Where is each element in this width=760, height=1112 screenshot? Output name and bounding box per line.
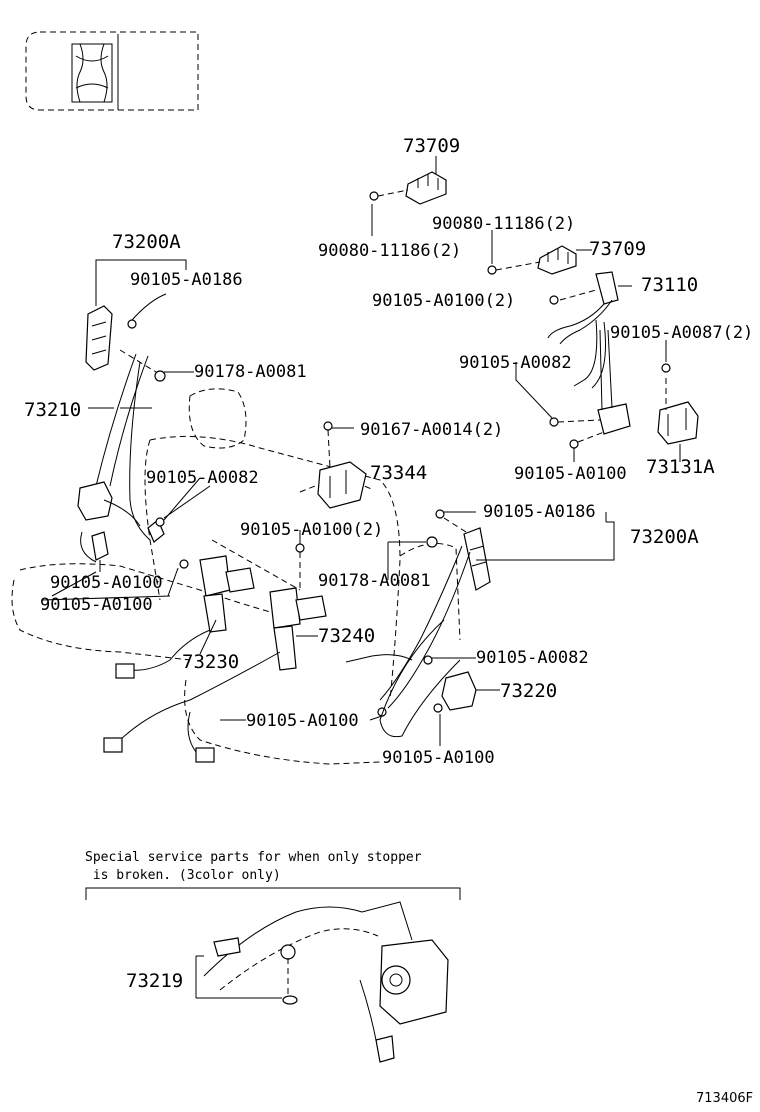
label-90105-A0100-b: 90105-A0100 <box>40 595 153 615</box>
right-belt-group <box>345 509 615 746</box>
label-90105-A0087: 90105-A0087(2) <box>610 323 753 343</box>
label-90105-A0186-left: 90105-A0186 <box>130 270 243 290</box>
label-73219: 73219 <box>126 970 183 992</box>
label-90105-A0100-d: 90105-A0100 <box>382 748 495 768</box>
bolt-icon <box>423 655 433 665</box>
leader-lines <box>41 260 607 721</box>
label-90105-A0082-left: 90105-A0082 <box>146 468 259 488</box>
bolt-icon <box>323 421 333 431</box>
label-90178-A0081-left: 90178-A0081 <box>194 362 307 382</box>
bolt-icon <box>549 295 559 305</box>
nut-icon <box>154 370 166 382</box>
label-90105-A0082-low: 90105-A0082 <box>476 648 589 668</box>
label-73210: 73210 <box>24 399 81 421</box>
bolt-icon <box>295 543 305 553</box>
connector-icon <box>103 737 123 753</box>
service-parts-inset <box>85 887 461 1063</box>
label-73200A-left: 73200A <box>112 231 181 253</box>
connector-icon <box>115 663 135 679</box>
label-90105-A0082-right: 90105-A0082 <box>459 353 572 373</box>
label-90105-A0100-c: 90105-A0100 <box>246 711 359 731</box>
label-90178-A0081-right: 90178-A0081 <box>318 571 431 591</box>
label-90105-A0186-right: 90105-A0186 <box>483 502 596 522</box>
bolt-icon <box>569 439 579 449</box>
bolt-icon <box>549 417 559 427</box>
label-73344: 73344 <box>370 462 427 484</box>
label-90080-11186-left: 90080-11186(2) <box>318 241 461 261</box>
bolt-icon <box>127 319 137 329</box>
bolt-icon <box>369 191 379 201</box>
service-note-line2: is broken. (3color only) <box>85 868 281 883</box>
center-group <box>103 421 387 763</box>
label-90105-A0100-right: 90105-A0100 <box>514 464 627 484</box>
bolt-icon <box>179 559 189 569</box>
stopper-pin-icon <box>280 944 296 960</box>
retractor-spool-icon <box>381 965 411 995</box>
label-73200A-right: 73200A <box>630 526 699 548</box>
callout-labels: 73709 73709 90080-11186(2) 90080-11186(2… <box>24 135 753 1106</box>
label-90167-A0014: 90167-A0014(2) <box>360 420 503 440</box>
locator-inset <box>25 31 199 111</box>
label-73240: 73240 <box>318 625 375 647</box>
label-73131A: 73131A <box>646 456 715 478</box>
label-90105-A0100-2-mid: 90105-A0100(2) <box>240 520 383 540</box>
nut-icon <box>426 536 438 548</box>
label-73110: 73110 <box>641 274 698 296</box>
stopper-washer-icon <box>282 995 298 1005</box>
bolt-icon <box>433 703 443 713</box>
upper-right-group <box>369 156 699 462</box>
bolt-icon <box>155 517 165 527</box>
label-90105-A0100-2-top: 90105-A0100(2) <box>372 291 515 311</box>
left-belt-group <box>77 259 211 597</box>
service-note-line1: Special service parts for when only stop… <box>85 850 422 865</box>
label-90080-11186-right: 90080-11186(2) <box>432 214 575 234</box>
label-73220: 73220 <box>500 680 557 702</box>
connector-icon <box>195 747 215 763</box>
bolt-icon <box>435 509 445 519</box>
bolt-icon <box>487 265 497 275</box>
bolt-icon <box>661 363 671 373</box>
label-90105-A0100-a: 90105-A0100 <box>50 573 163 593</box>
figure-id: 713406F <box>696 1091 753 1106</box>
label-73709-mid: 73709 <box>589 238 646 260</box>
label-73230: 73230 <box>182 651 239 673</box>
label-73709-top: 73709 <box>403 135 460 157</box>
